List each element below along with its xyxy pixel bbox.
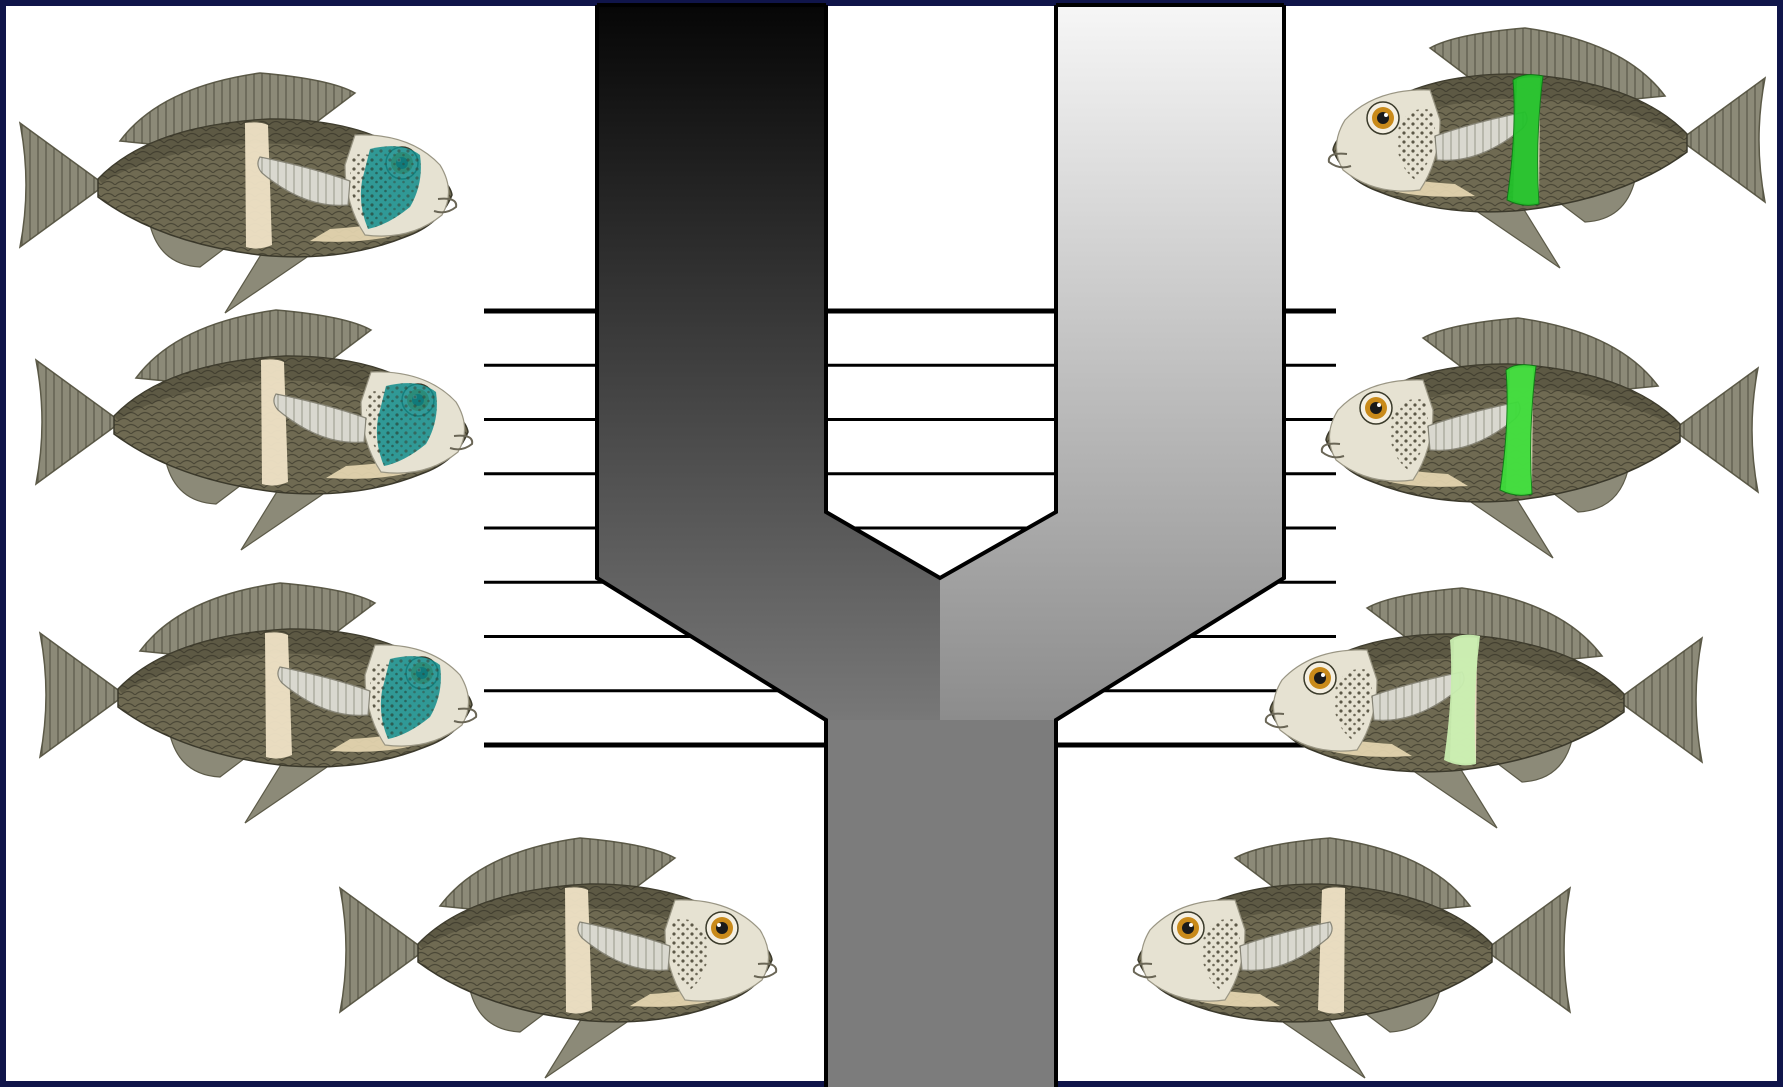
tail-fin-rays <box>1617 638 1702 762</box>
fish <box>340 838 776 1078</box>
body-band <box>265 632 292 758</box>
fish <box>1266 588 1702 828</box>
eye-highlight <box>717 923 721 927</box>
left-fish-4 <box>340 838 776 1078</box>
eye-highlight <box>1384 113 1388 117</box>
fish <box>1322 318 1758 558</box>
right-fish-3 <box>1266 588 1702 828</box>
body-band <box>565 887 592 1013</box>
tail-fin-rays <box>36 360 121 484</box>
tail-fin-rays <box>1485 888 1570 1012</box>
right-fish-1 <box>1329 28 1765 268</box>
fish <box>1329 28 1765 268</box>
left-fish-1 <box>20 73 456 313</box>
tail-fin-rays <box>340 888 425 1012</box>
eye-highlight <box>1189 923 1193 927</box>
fish <box>36 310 472 550</box>
right-fish-4 <box>1134 838 1570 1078</box>
left-lineage-branch <box>597 5 940 720</box>
fish <box>40 583 476 823</box>
tail-fin-rays <box>1673 368 1758 492</box>
tail-fin-rays <box>40 633 125 757</box>
fish <box>1134 838 1570 1078</box>
left-fish-3 <box>40 583 476 823</box>
body-band <box>1318 887 1345 1013</box>
fish <box>20 73 456 313</box>
eye-highlight <box>1321 673 1325 677</box>
tail-fin-rays <box>20 123 105 247</box>
eye-highlight <box>1377 403 1381 407</box>
left-fish-2 <box>36 310 472 550</box>
body-band <box>245 122 272 248</box>
right-lineage-branch <box>940 5 1284 720</box>
right-fish-2 <box>1322 318 1758 558</box>
tail-fin-rays <box>1680 78 1765 202</box>
body-band <box>261 359 288 485</box>
